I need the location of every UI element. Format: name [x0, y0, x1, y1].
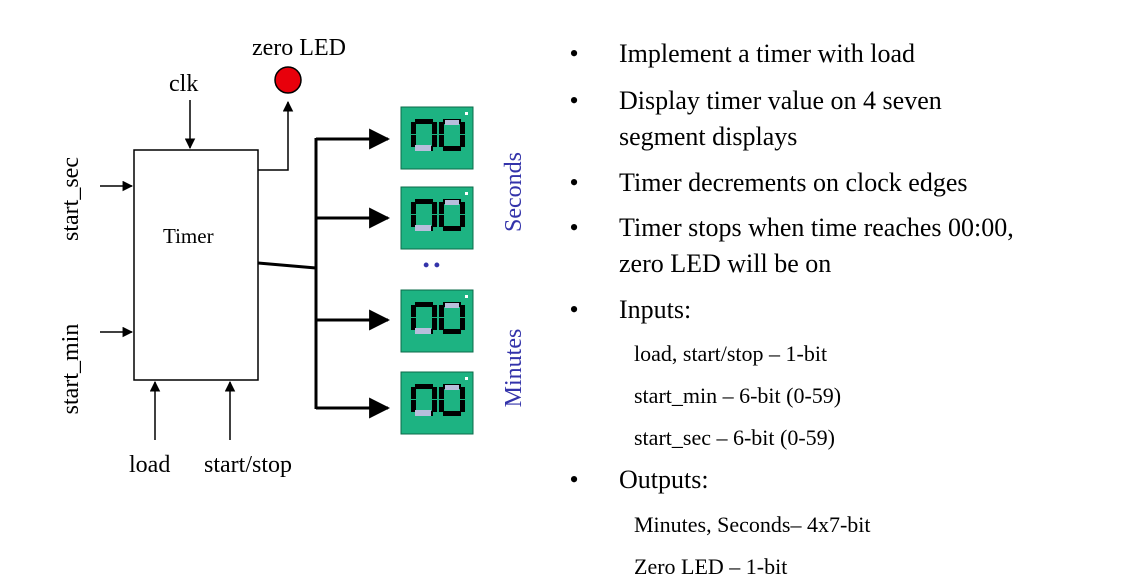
bullet-text: Timer decrements on clock edges	[619, 168, 968, 197]
timer-block-diagram	[100, 66, 474, 440]
start-stop-label: start/stop	[204, 452, 292, 478]
seven-segment-display-3	[400, 289, 474, 353]
segment-dim	[445, 200, 459, 205]
bullet-text: Inputs:	[619, 295, 692, 324]
segment-b	[460, 202, 465, 214]
segment-e	[439, 318, 444, 330]
segment-f	[439, 305, 444, 317]
segment-a	[415, 119, 433, 124]
segment-e	[439, 400, 444, 412]
segment-dim	[445, 120, 459, 125]
display-ellipsis: • •	[423, 255, 441, 275]
segment-c	[460, 135, 465, 147]
segment-e	[411, 215, 416, 227]
input-item: start_sec – 6-bit (0-59)	[634, 425, 835, 450]
segment-d	[443, 329, 461, 334]
zero-led-label: zero LED	[252, 35, 346, 61]
load-label: load	[129, 452, 171, 478]
segment-b	[460, 122, 465, 134]
bullet-text: segment displays	[619, 122, 798, 151]
segment-b	[432, 122, 437, 134]
output-item: Zero LED – 1-bit	[634, 554, 788, 579]
segment-c	[460, 400, 465, 412]
segment-c	[460, 215, 465, 227]
segment-b	[432, 202, 437, 214]
seconds-label: Seconds	[501, 152, 527, 232]
input-item: start_min – 6-bit (0-59)	[634, 383, 842, 408]
segment-d	[443, 146, 461, 151]
start-sec-label: start_sec	[58, 157, 84, 241]
segment-e	[411, 400, 416, 412]
timer-block-label: Timer	[163, 224, 214, 248]
bullet-text: zero LED will be on	[619, 249, 832, 278]
bullet-text: Timer stops when time reaches 00:00,	[619, 213, 1014, 242]
segment-f	[439, 122, 444, 134]
segment-c	[432, 318, 437, 330]
decimal-point	[465, 192, 468, 195]
zero-led-connection	[258, 100, 294, 171]
segment-f	[439, 387, 444, 399]
segment-f	[411, 387, 416, 399]
segment-dim	[445, 303, 459, 308]
bullet-text: Implement a timer with load	[619, 39, 916, 68]
output-item: Minutes, Seconds– 4x7-bit	[634, 512, 871, 537]
segment-a	[415, 384, 433, 389]
segment-e	[411, 135, 416, 147]
segment-b	[432, 387, 437, 399]
timer-block	[133, 149, 259, 381]
clk-label: clk	[169, 71, 199, 97]
decimal-point	[465, 377, 468, 380]
output-bus	[257, 261, 317, 270]
decimal-point	[465, 295, 468, 298]
segment-d	[443, 411, 461, 416]
segment-a	[415, 302, 433, 307]
segment-dim	[415, 225, 431, 231]
segment-dim	[415, 145, 431, 151]
seven-segment-display-2	[400, 186, 474, 250]
minutes-label: Minutes	[501, 328, 527, 408]
segment-e	[439, 215, 444, 227]
segment-a	[415, 199, 433, 204]
start-min-label: start_min	[58, 323, 84, 415]
segment-f	[411, 305, 416, 317]
segment-c	[432, 400, 437, 412]
bullet-text: Outputs:	[619, 465, 709, 494]
segment-dim	[445, 385, 459, 390]
segment-e	[411, 318, 416, 330]
seven-segment-display-1	[400, 106, 474, 170]
segment-c	[432, 135, 437, 147]
segment-b	[460, 387, 465, 399]
bullet-text: Display timer value on 4 seven	[619, 86, 942, 115]
segment-f	[411, 202, 416, 214]
segment-d	[443, 226, 461, 231]
input-item: load, start/stop – 1-bit	[634, 341, 828, 366]
segment-c	[432, 215, 437, 227]
segment-e	[439, 135, 444, 147]
segment-f	[439, 202, 444, 214]
segment-dim	[415, 410, 431, 416]
segment-c	[460, 318, 465, 330]
segment-dim	[415, 328, 431, 334]
segment-b	[432, 305, 437, 317]
segment-f	[411, 122, 416, 134]
segment-b	[460, 305, 465, 317]
decimal-point	[465, 112, 468, 115]
zero-led	[274, 66, 302, 94]
seven-segment-display-4	[400, 371, 474, 435]
